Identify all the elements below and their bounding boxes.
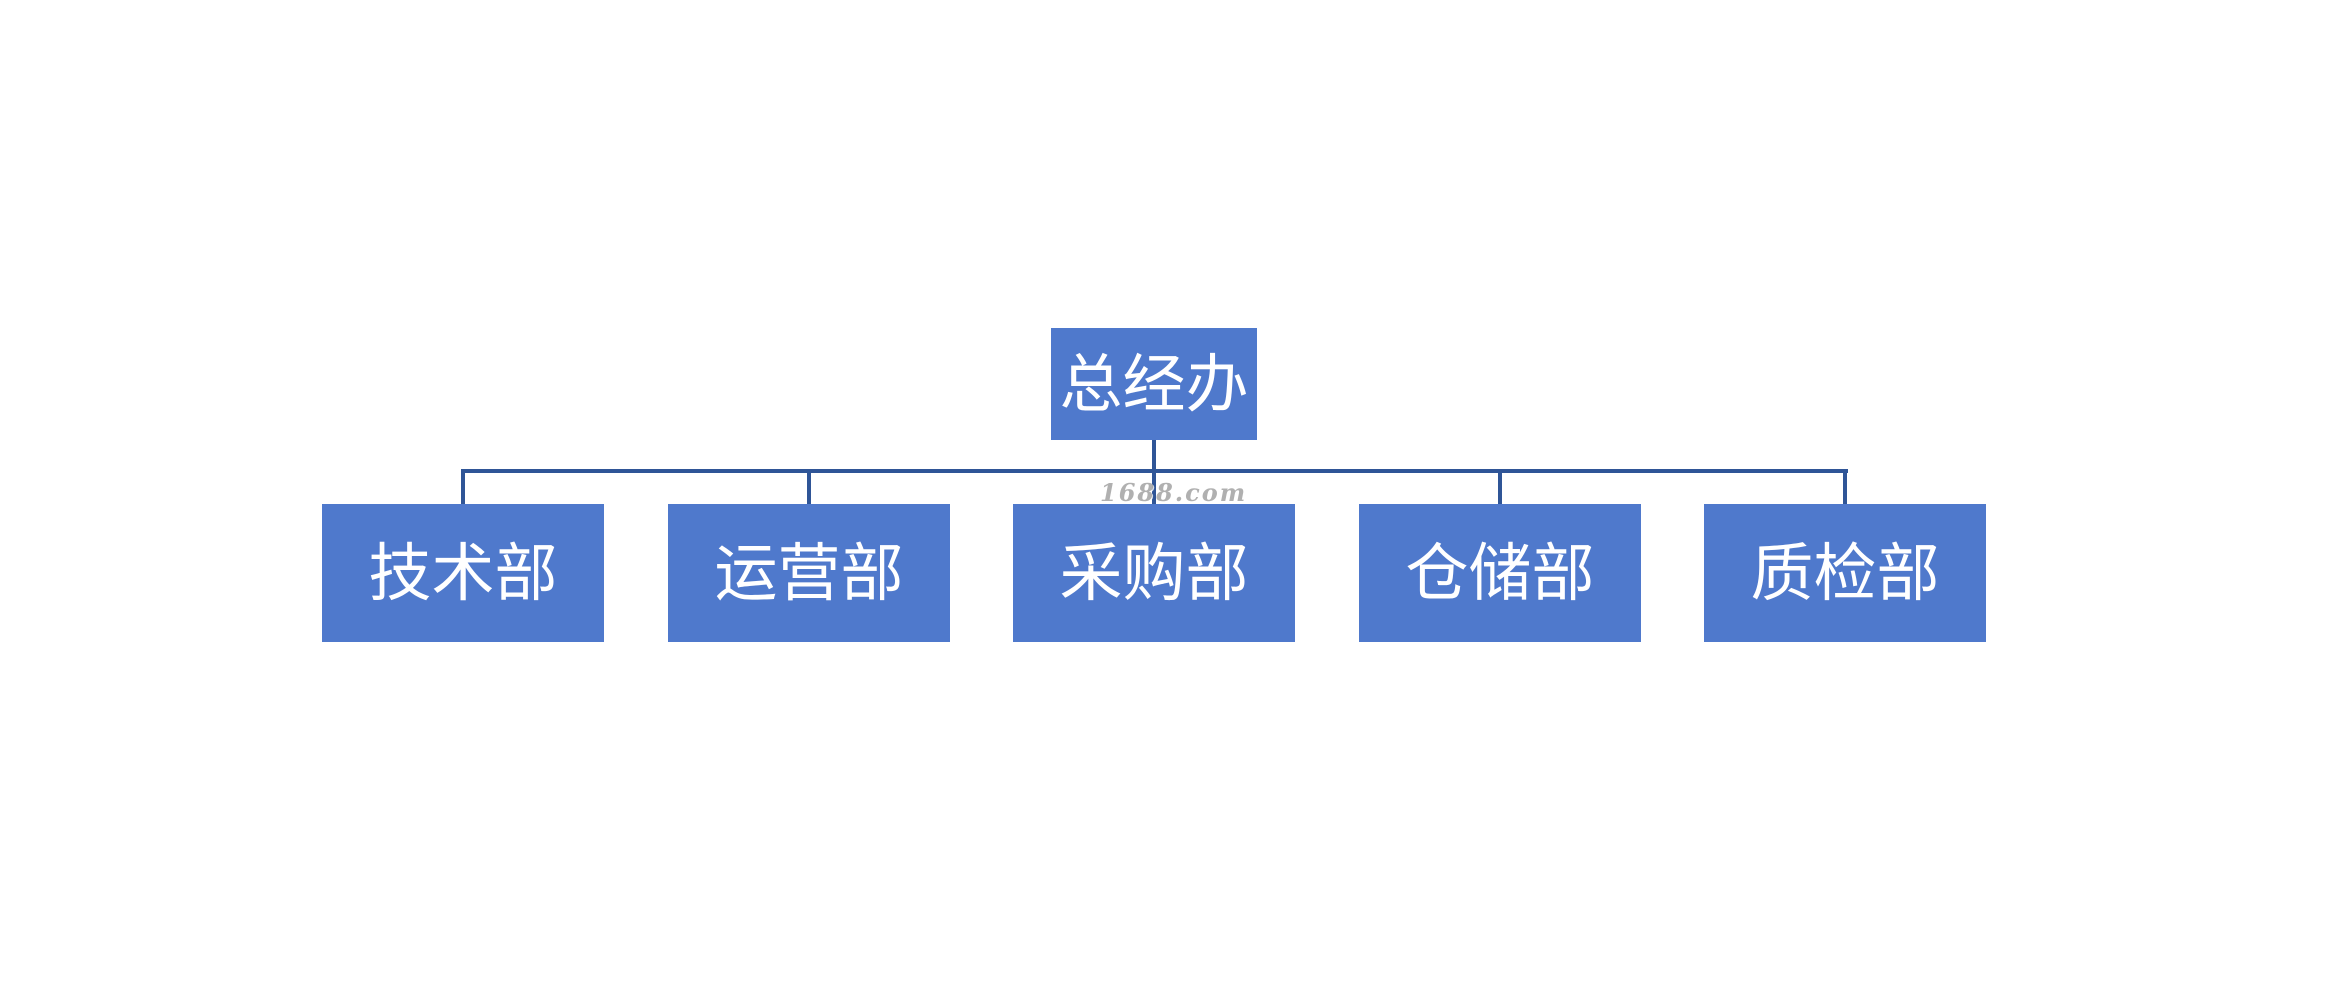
department-label: 质检部 [1750,536,1940,610]
department-connector-line [807,469,811,504]
department-connector-line [1498,469,1502,504]
department-label: 技术部 [368,536,558,610]
department-connector-line [1152,469,1156,504]
department-label: 仓储部 [1405,536,1595,610]
department-connector-line [461,469,465,504]
department-node-technology: 技术部 [322,504,604,642]
department-label: 采购部 [1059,536,1249,610]
department-node-operations: 运营部 [668,504,950,642]
department-node-warehousing: 仓储部 [1359,504,1641,642]
department-connector-line [1843,469,1847,504]
root-connector-line [1152,440,1156,472]
watermark-text: 1688.com [1100,478,1248,507]
root-node-label: 总经办 [1059,347,1249,421]
department-label: 运营部 [714,536,904,610]
root-node-general-office: 总经办 [1051,328,1257,440]
department-node-quality-inspection: 质检部 [1704,504,1986,642]
department-node-purchasing: 采购部 [1013,504,1295,642]
